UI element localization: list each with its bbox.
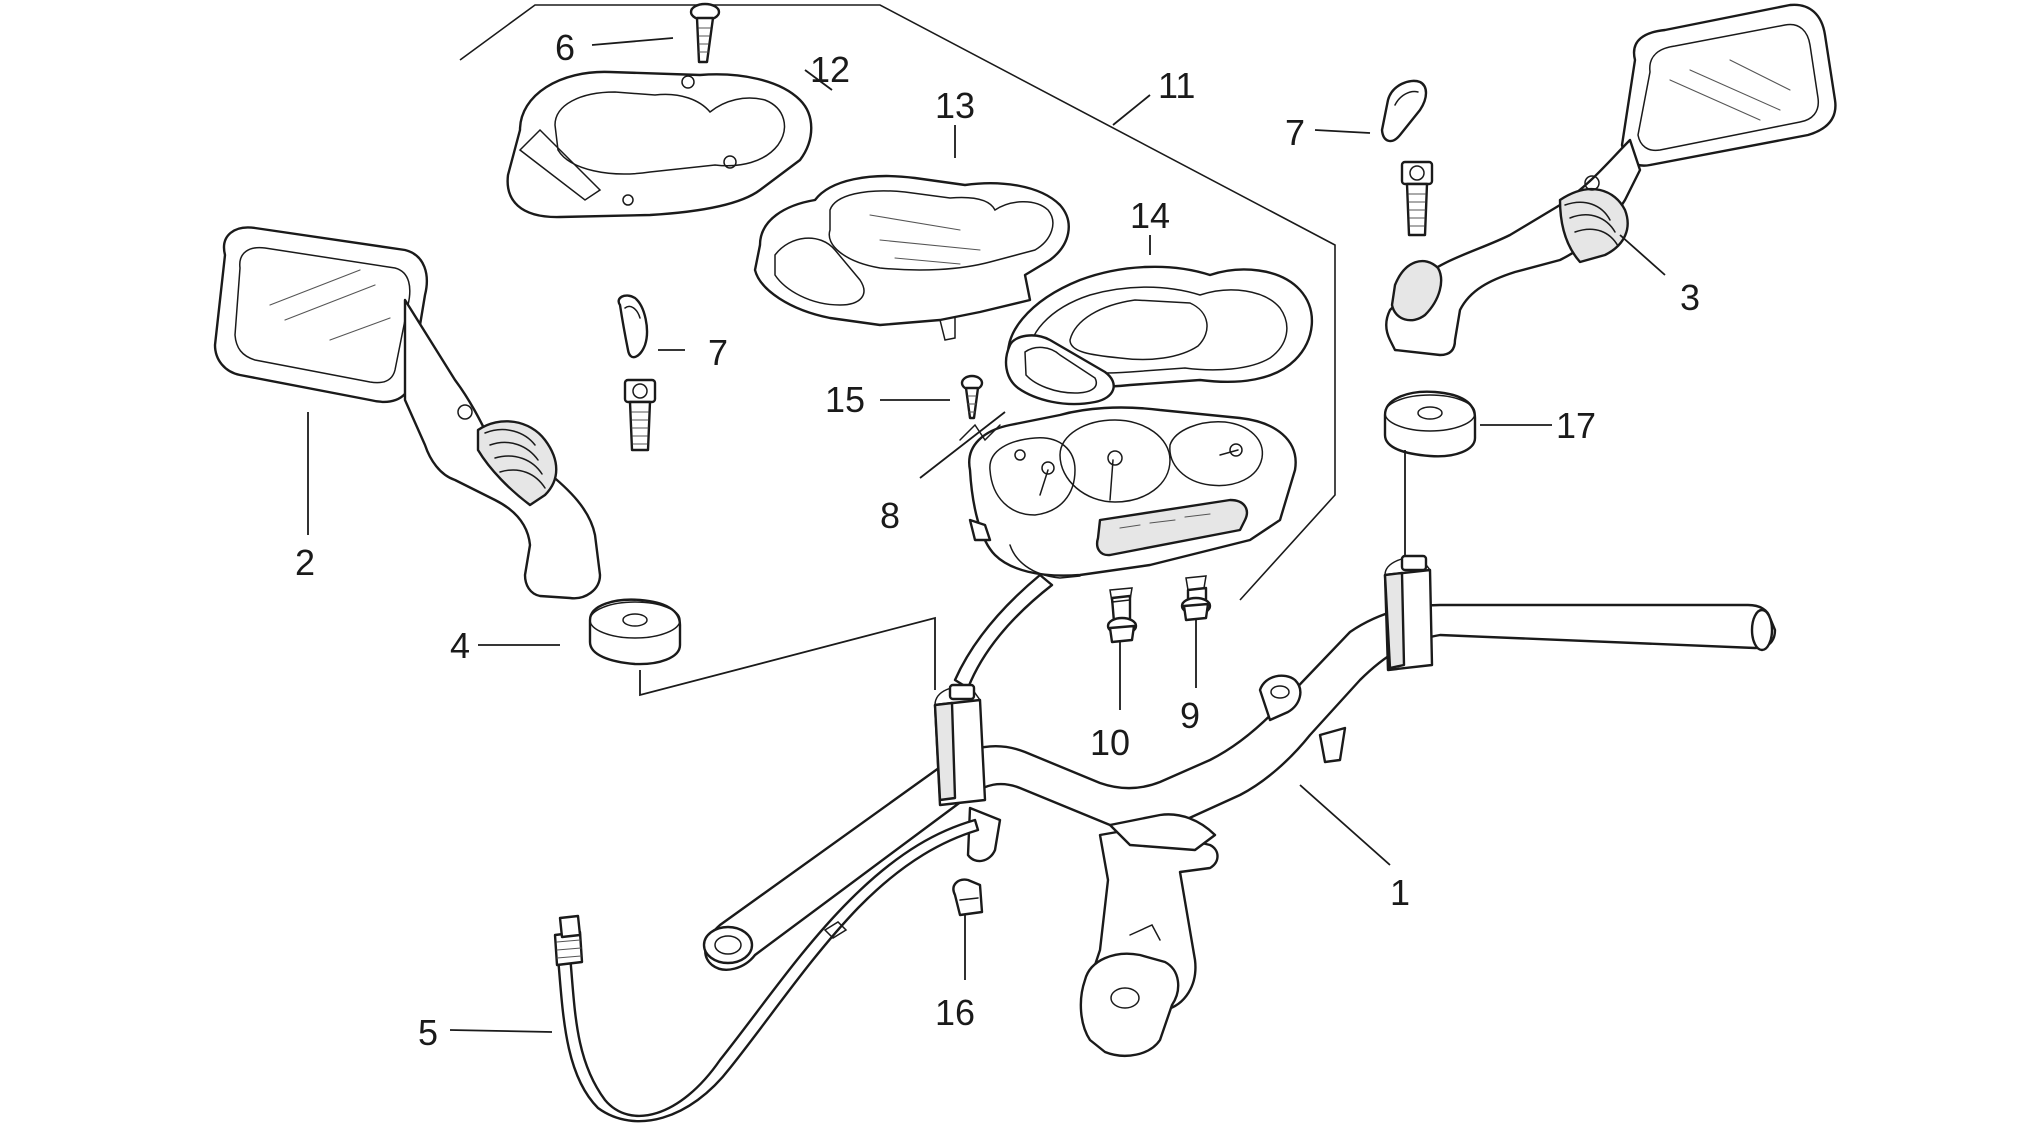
cluster-cable: [953, 573, 1054, 690]
callout-7-right: 7: [1285, 112, 1305, 153]
part-7-right-cap: [1380, 79, 1428, 143]
callout-4: 4: [450, 625, 470, 666]
leader-lines: [307, 37, 1666, 1033]
callout-15: 15: [825, 379, 865, 420]
part-7-left-cap: [617, 294, 649, 359]
callout-10: 10: [1090, 722, 1130, 763]
callout-5: 5: [418, 1012, 438, 1053]
part-13-lens-cover: [753, 174, 1070, 341]
part-6-screw: [689, 2, 721, 64]
part-9-bulb: [1180, 575, 1212, 622]
callout-16: 16: [935, 992, 975, 1033]
callout-14: 14: [1130, 195, 1170, 236]
part-10-bulb: [1106, 587, 1138, 644]
part-16-clip: [952, 878, 984, 917]
part-7-left-bolt: [623, 378, 657, 452]
callout-7-left: 7: [708, 332, 728, 373]
callout-6: 6: [555, 27, 575, 68]
callout-3: 3: [1680, 277, 1700, 318]
instrument-cluster: [968, 406, 1297, 579]
part-17-washer: [1383, 390, 1477, 458]
callout-12: 12: [810, 49, 850, 90]
callout-13: 13: [935, 85, 975, 126]
callout-17: 17: [1556, 405, 1596, 446]
part-5-speedo-cable: [553, 818, 980, 1123]
callout-9: 9: [1180, 695, 1200, 736]
part-14-gasket: [1007, 265, 1313, 388]
callout-11: 11: [1158, 65, 1195, 106]
part-1-handlebar: [702, 554, 1777, 1057]
part-15-screw: [960, 374, 984, 420]
callout-1: 1: [1390, 872, 1410, 913]
part-7-right-bolt: [1400, 160, 1434, 237]
part-3-right-mirror: [1385, 3, 1837, 357]
part-12-instrument-bezel: [506, 70, 813, 219]
callout-8: 8: [880, 495, 900, 536]
dashboard-frame-outline: [459, 4, 1336, 601]
part-2-left-mirror: [213, 226, 602, 600]
part-14-gasket-wing: [1004, 334, 1115, 406]
part-4-washer: [588, 598, 682, 666]
callout-numbers: 1 2 3 4 5 6 7 7 8 9 10 11 12 13 14 15 16…: [295, 27, 1700, 1053]
callout-2: 2: [295, 542, 315, 583]
